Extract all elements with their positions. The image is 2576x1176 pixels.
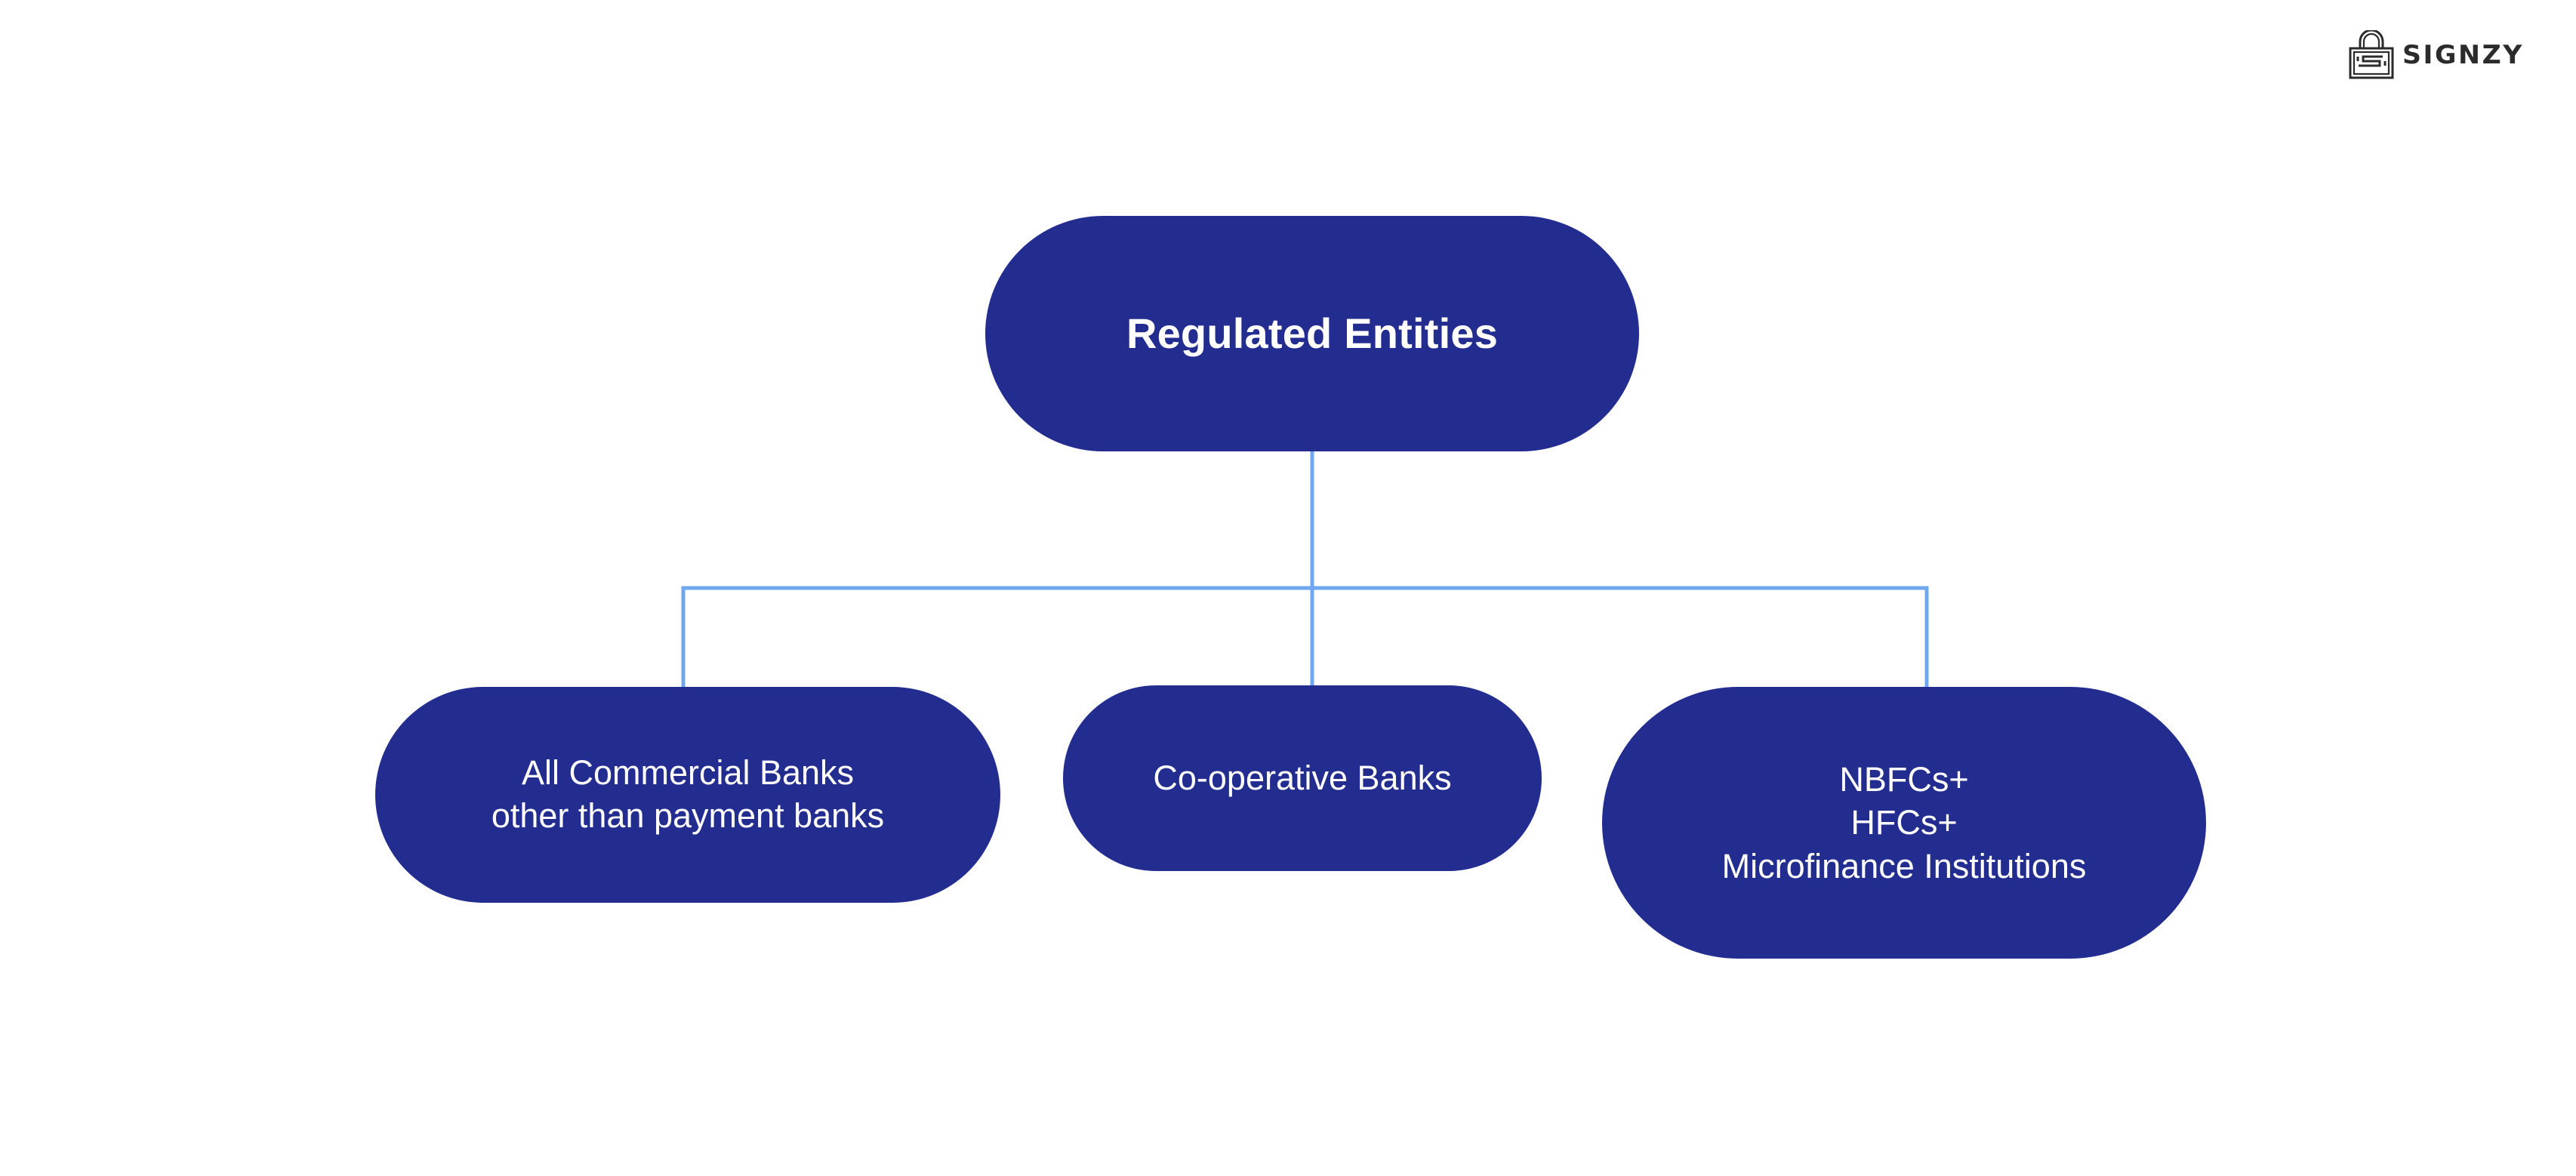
padlock-maze-icon xyxy=(2349,30,2394,79)
node-cooperative-banks[interactable]: Co-operative Banks xyxy=(1063,685,1542,871)
node-commercial-banks[interactable]: All Commercial Banks other than payment … xyxy=(375,687,1000,903)
node-nbfc-hfc-mfi[interactable]: NBFCs+ HFCs+ Microfinance Institutions xyxy=(1602,687,2206,959)
signzy-wordmark: SIGNZY xyxy=(2402,40,2524,70)
node-regulated-entities[interactable]: Regulated Entities xyxy=(985,216,1639,451)
node-nbfc-hfc-mfi-label: NBFCs+ HFCs+ Microfinance Institutions xyxy=(1721,760,2087,885)
node-commercial-banks-label: All Commercial Banks other than payment … xyxy=(491,753,885,835)
node-regulated-entities-label: Regulated Entities xyxy=(1126,309,1499,358)
signzy-logo: SIGNZY xyxy=(2348,29,2537,82)
node-cooperative-banks-label: Co-operative Banks xyxy=(1153,758,1452,797)
